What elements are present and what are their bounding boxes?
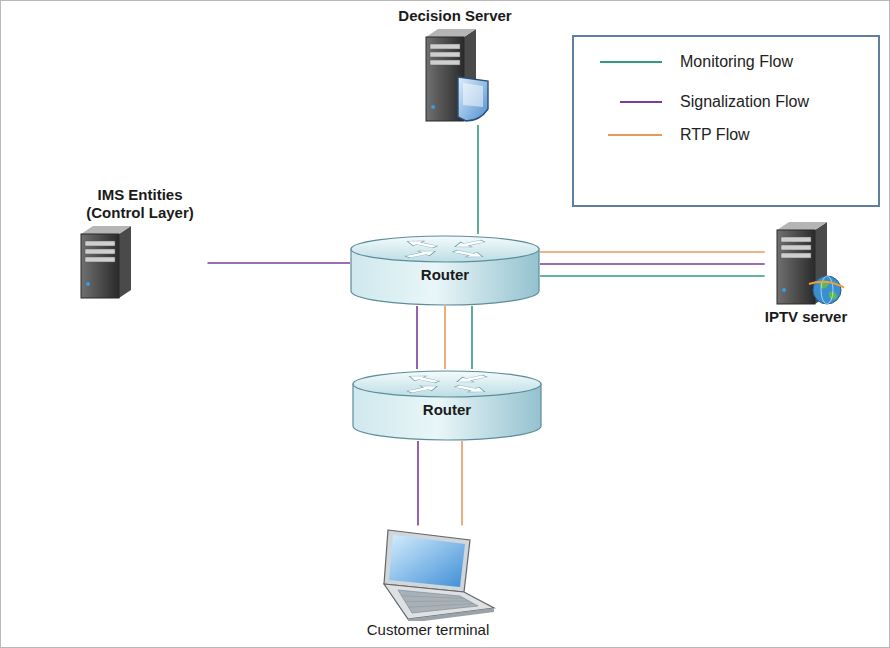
server-top xyxy=(81,226,131,234)
laptop-icon xyxy=(358,526,498,621)
legend-line-sample xyxy=(598,92,664,112)
node-label: IMS Entities (Control Layer) xyxy=(73,186,208,222)
flow-line xyxy=(471,306,473,369)
flow-line xyxy=(540,275,765,277)
laptop-screen xyxy=(389,535,465,587)
server-top xyxy=(777,222,827,230)
decision-server: Decision Server xyxy=(398,7,511,125)
server-side xyxy=(119,226,131,298)
drive-bays xyxy=(781,237,811,258)
iptv-server: IPTV server xyxy=(765,218,848,326)
flow-line xyxy=(208,262,351,264)
ims-server: IMS Entities (Control Layer) xyxy=(73,186,208,302)
legend-label: Signalization Flow xyxy=(680,92,809,112)
node-label: Customer terminal xyxy=(367,621,490,639)
drive-bays xyxy=(85,241,115,262)
monitor-screen xyxy=(463,83,483,107)
router: Router xyxy=(352,369,542,441)
laptop-keyboard xyxy=(398,590,478,613)
legend-line xyxy=(620,101,662,103)
legend-row: Monitoring Flow xyxy=(598,52,793,72)
legend-row: Signalization Flow xyxy=(598,92,809,112)
flow-line xyxy=(461,441,463,526)
power-led xyxy=(431,105,435,109)
globe xyxy=(813,276,841,304)
laptop-screen-frame xyxy=(384,530,470,592)
router-top xyxy=(353,371,541,397)
legend-line-sample xyxy=(598,52,664,72)
node-label: IPTV server xyxy=(765,308,848,326)
server-top xyxy=(426,29,476,37)
node-label: Decision Server xyxy=(398,7,511,25)
legend-line-sample xyxy=(598,125,664,145)
keyboard-keys xyxy=(402,595,474,607)
customer-terminal: Customer terminal xyxy=(358,526,498,639)
node-label: Router xyxy=(421,266,469,284)
flow-line xyxy=(417,441,419,526)
router-top xyxy=(351,236,539,262)
power-led xyxy=(86,282,90,286)
globe-orbit xyxy=(809,282,844,288)
router: Router xyxy=(350,234,540,306)
server-icon xyxy=(73,222,138,302)
node-label: Router xyxy=(423,401,471,419)
flow-line xyxy=(477,125,479,234)
router-arrows xyxy=(402,239,489,260)
server-icon xyxy=(418,25,493,125)
globe-meridian xyxy=(821,276,833,304)
legend-row: RTP Flow xyxy=(598,125,750,145)
legend-line xyxy=(600,61,662,63)
flow-line xyxy=(444,306,446,369)
legend-label: RTP Flow xyxy=(680,125,750,145)
monitor-shield xyxy=(458,77,488,121)
flow-line xyxy=(540,263,765,265)
router-arrows xyxy=(404,374,491,395)
flow-line xyxy=(416,306,418,369)
legend-line xyxy=(608,134,662,136)
server-icon xyxy=(769,218,844,308)
legend-label: Monitoring Flow xyxy=(680,52,793,72)
server-front xyxy=(81,234,119,298)
legend-box: Monitoring FlowSignalization FlowRTP Flo… xyxy=(572,35,880,207)
flow-line xyxy=(540,251,765,253)
power-led xyxy=(782,288,786,292)
server-front xyxy=(777,230,815,304)
drive-bays xyxy=(430,44,460,65)
